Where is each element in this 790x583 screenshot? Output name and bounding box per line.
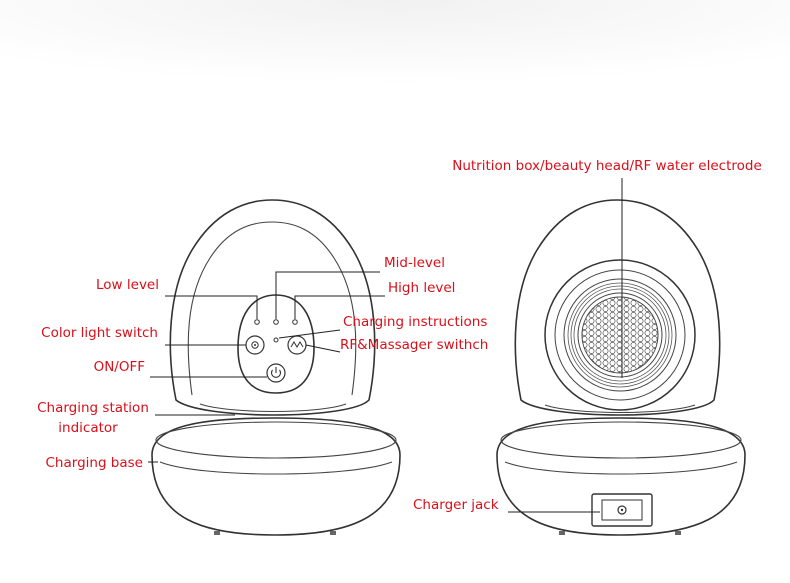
back-device [496, 199, 746, 536]
labels: Low level Mid-level High level Color lig… [37, 158, 762, 513]
label-charging-base: Charging base [46, 455, 144, 471]
beauty-head [544, 259, 696, 411]
label-high-level: High level [388, 280, 455, 296]
honeycomb-electrode [581, 296, 659, 374]
label-on-off: ON/OFF [94, 359, 145, 375]
mid-level-led [273, 319, 279, 325]
front-charging-base [151, 417, 401, 536]
label-color-light-switch: Color light switch [41, 325, 158, 341]
label-charger-jack: Charger jack [413, 497, 499, 513]
power-icon [270, 367, 282, 378]
label-charging-station-indicator-1: Charging station [37, 400, 149, 416]
rf-massager-switch-button[interactable] [287, 335, 307, 355]
charger-jack[interactable] [591, 493, 653, 527]
label-mid-level: Mid-level [384, 255, 445, 271]
front-control-panel [237, 294, 315, 394]
background-glow [0, 0, 790, 120]
label-low-level: Low level [96, 277, 159, 293]
callout-lines [148, 178, 623, 513]
low-level-led [254, 319, 260, 325]
wave-icon [290, 341, 304, 348]
label-charging-instructions: Charging instructions [343, 314, 487, 330]
sun-icon [251, 341, 259, 349]
high-level-led [292, 319, 298, 325]
charging-led [273, 337, 279, 343]
on-off-button[interactable] [266, 363, 286, 383]
label-nutrition-box: Nutrition box/beauty head/RF water elect… [452, 158, 762, 174]
color-light-switch-button[interactable] [245, 335, 265, 355]
back-charging-base [496, 417, 746, 536]
label-charging-station-indicator-2: indicator [58, 420, 118, 436]
label-rf-massager-switch: RF&Massager swithch [340, 337, 488, 353]
front-device [151, 199, 401, 536]
